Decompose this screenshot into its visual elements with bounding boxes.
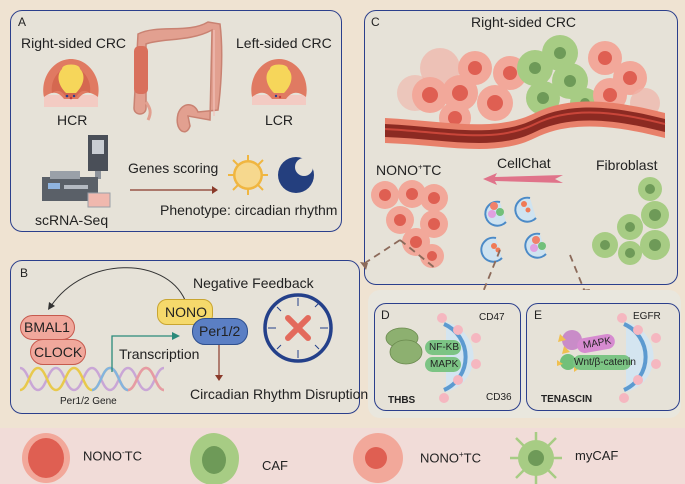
panel-c-title: Right-sided CRC xyxy=(471,14,577,30)
legend-caf-label: CAF xyxy=(262,458,288,473)
hcr-tumor-illustration xyxy=(43,59,99,107)
egfr-label: EGFR xyxy=(633,311,661,322)
negative-feedback-label: Negative Feedback xyxy=(193,275,314,291)
legend-mycaf-label: myCAF xyxy=(575,448,619,463)
lcr-label: LCR xyxy=(265,112,294,128)
panel-c-letter: C xyxy=(371,15,380,29)
left-sided-crc-label: Left-sided CRC xyxy=(236,35,332,51)
dna-helix xyxy=(19,366,165,392)
cd47-label: CD47 xyxy=(479,312,505,323)
hcr-label: HCR xyxy=(57,112,88,128)
fibroblast-cluster xyxy=(592,177,670,265)
thbs-label: THBS xyxy=(388,395,416,406)
transcription-arrow xyxy=(111,332,180,372)
lcr-tumor-illustration xyxy=(251,59,307,105)
nono-label: NONO xyxy=(165,304,207,320)
clock-x-icon xyxy=(263,293,333,363)
wnt-pill xyxy=(573,355,631,370)
nfkb-pill xyxy=(425,340,461,355)
tumor-cells-left xyxy=(397,48,527,134)
legend-nono-plus-tc-icon xyxy=(353,433,403,483)
tumor-microenvironment-illustration xyxy=(384,35,666,149)
panel-b-letter: B xyxy=(20,266,29,280)
negative-feedback-arrow xyxy=(48,267,186,310)
wnt-label: Wnt/β-catenin xyxy=(574,357,636,368)
cellchat-label: CellChat xyxy=(497,155,551,171)
moon-icon xyxy=(278,157,314,193)
panel-a-letter: A xyxy=(18,15,27,29)
scrna-seq-label: scRNA-Seq xyxy=(35,212,109,228)
legend-caf-icon xyxy=(189,433,239,484)
legend-mycaf-icon xyxy=(510,432,562,484)
cellchat-arrow xyxy=(483,173,563,185)
nono-tc-cluster xyxy=(371,180,448,268)
nfkb-label: NF-KB xyxy=(429,342,459,353)
legend-nono-minus-tc-label: NONO-TC xyxy=(83,448,143,464)
sequencer-illustration xyxy=(42,135,111,208)
bmal1-protein xyxy=(20,315,75,340)
tenascin-label: TENASCIN xyxy=(541,394,593,405)
per12-label: Per1/2 xyxy=(199,323,241,339)
nono-plus-tc-label: NONO+TC xyxy=(376,162,442,178)
bmal1-label: BMAL1 xyxy=(24,319,70,335)
panel-d-letter: D xyxy=(381,308,390,322)
colon-illustration xyxy=(133,21,223,133)
tenascin-receptor-illustration xyxy=(557,313,661,403)
legend-nono-plus-tc-label: NONO+TC xyxy=(420,450,482,466)
sun-icon xyxy=(228,155,268,195)
mapk-pill-d xyxy=(425,357,461,372)
circadian-disruption-label: Circadian Rhythm Disruption xyxy=(190,386,369,402)
blood-vessel xyxy=(384,101,666,149)
transcription-label: Transcription xyxy=(119,346,200,362)
legend: NONO-TC CAF NONO+TC myCAF xyxy=(0,428,685,484)
phenotype-label: Phenotype: circadian rhythm xyxy=(160,202,338,218)
legend-nono-minus-tc-icon xyxy=(22,433,70,483)
right-sided-crc-label: Right-sided CRC xyxy=(21,35,127,51)
panel-e-letter: E xyxy=(534,308,543,322)
clock-label: CLOCK xyxy=(34,344,83,360)
per12-protein xyxy=(192,318,248,345)
disruption-arrow xyxy=(215,345,223,381)
mapk-label-d: MAPK xyxy=(430,359,459,370)
per12-gene-label: Per1/2 Gene xyxy=(60,396,117,407)
clock-protein xyxy=(30,339,86,365)
cd36-label: CD36 xyxy=(486,392,512,403)
fibroblast-label: Fibroblast xyxy=(596,157,658,173)
genes-scoring-arrow xyxy=(130,186,218,194)
genes-scoring-label: Genes scoring xyxy=(128,160,219,176)
thbs-receptor-illustration xyxy=(385,313,481,403)
